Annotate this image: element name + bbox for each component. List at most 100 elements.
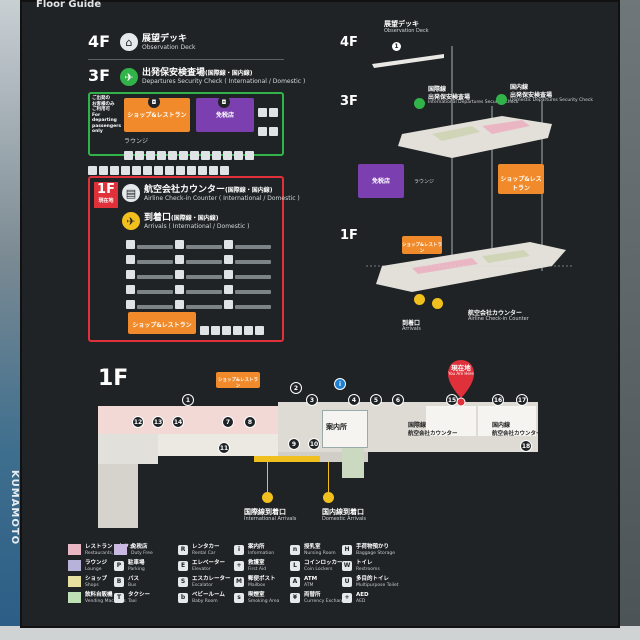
map-marker: 2 — [290, 382, 302, 394]
iso-1f-area — [482, 250, 530, 263]
facility-icon: L — [290, 560, 300, 571]
legend-3f-floor: 3F — [88, 66, 111, 85]
map-marker: 18 — [520, 440, 532, 452]
map-intl-counter-label2: 航空会社カウンター — [408, 431, 458, 437]
legend-4f-en: Observation Deck — [142, 44, 196, 51]
backdrop-sign-text: KUMAMOTO — [9, 470, 20, 546]
iso-3f-area — [432, 126, 480, 141]
map-marker: 7 — [222, 416, 234, 428]
plane-departure-icon: ✈ — [120, 68, 138, 86]
facility-icon: S — [178, 576, 188, 587]
facility-icon: P — [114, 560, 124, 571]
iso-dutyfree-label: 免税店 — [371, 178, 390, 185]
legend-1f-checkin-text: 航空会社カウンター(国際線・国内線) Airline Check-in Coun… — [144, 182, 300, 202]
iso-3f-intl-jp2: 出発保安検査場 — [428, 94, 471, 101]
iso-1f-floor: 1F — [340, 228, 358, 243]
main-map-shop-label: ショップ&レストラン — [218, 378, 258, 389]
legend-1f-arrivals-jp-sub: (国際線・国内線) — [171, 215, 219, 222]
map-marker: 5 — [370, 394, 382, 406]
legend-1f-floor: 1F — [97, 182, 115, 197]
legend-3f-dutyfree-label: 免税店 — [215, 112, 234, 119]
iso-dom-security-icon — [496, 94, 507, 105]
legend-swatch — [68, 544, 81, 556]
facility-icon: + — [234, 560, 244, 571]
dom-arrival-icon — [323, 492, 334, 503]
legend-1f-checkin-en: Airline Check-in Counter — [144, 195, 217, 202]
legend-1f-arrivals-jp: 到着口 — [144, 213, 172, 223]
legend-1f-checkin-jp-sub: (国際線・国内線) — [225, 187, 273, 194]
photo-floor-strip — [0, 626, 640, 640]
iso-shop-label: ショップ&レストラン — [500, 176, 542, 192]
iso-4f-en: Observation Deck — [384, 28, 429, 34]
facility-icon: H — [342, 544, 352, 555]
map-info-label: 案内所 — [326, 423, 347, 431]
legend-1f-shop-panel: ショップ&レストラン — [128, 312, 196, 334]
legend-3f-jp-sub: (国際線・国内線) — [205, 70, 253, 77]
facility-icon: ¥ — [290, 592, 300, 603]
legend-4f-floor: 4F — [88, 32, 111, 51]
main-map-floor: 1F — [98, 366, 129, 391]
iso-4f-jp: 展望デッキ — [384, 20, 419, 28]
map-marker: 3 — [306, 394, 318, 406]
legend-1f-checkin-jp: 航空会社カウンター — [144, 185, 226, 195]
map-intl-counter-label: 国際線 — [408, 422, 427, 429]
legend-1f-arrivals-en: Arrivals — [144, 223, 167, 230]
main-map-shop-panel: ショップ&レストラン — [216, 372, 260, 389]
legend-3f-extra-icons — [88, 160, 231, 179]
facility-icon: + — [342, 592, 352, 603]
iso-4f-marker: 1 — [392, 42, 401, 51]
you-are-here-jp: 現在地 — [451, 364, 471, 372]
map-west-annex — [98, 464, 138, 528]
map-info-block — [322, 410, 368, 448]
intl-arrival-stem — [267, 462, 268, 498]
plane-arrival-icon: ✈ — [122, 212, 140, 230]
legend-3f-shop-panel: ◘ ショップ&レストラン — [124, 96, 190, 132]
iso-intl-security-icon — [414, 98, 425, 109]
facility-icon: i — [234, 544, 244, 555]
legend-3f-shop-label: ショップ&レストラン — [127, 112, 187, 119]
legend-1f-arrivals-text: 到着口(国際線・国内線) Arrivals ( International / … — [144, 210, 249, 230]
shopping-bag-icon: ◘ — [148, 96, 160, 108]
legend-swatch — [68, 592, 81, 604]
legend-3f-en-sub: ( International / Domestic ) — [224, 78, 306, 85]
isometric-floor-diagram — [366, 46, 574, 292]
map-marker: 10 — [308, 438, 320, 450]
map-marker: 14 — [172, 416, 184, 428]
iso-arrival-icon — [414, 294, 425, 305]
map-west-wing — [98, 434, 158, 464]
facility-icon: M — [234, 576, 244, 587]
map-marker: 16 — [492, 394, 504, 406]
map-marker: 12 — [132, 416, 144, 428]
iso-1f-checkin: 航空会社カウンター — [468, 310, 523, 317]
map-dom-counter-label2: 航空会社カウンター — [492, 431, 542, 437]
facility-icon: U — [342, 576, 352, 587]
legend-4f-jp: 展望デッキ — [142, 34, 188, 44]
